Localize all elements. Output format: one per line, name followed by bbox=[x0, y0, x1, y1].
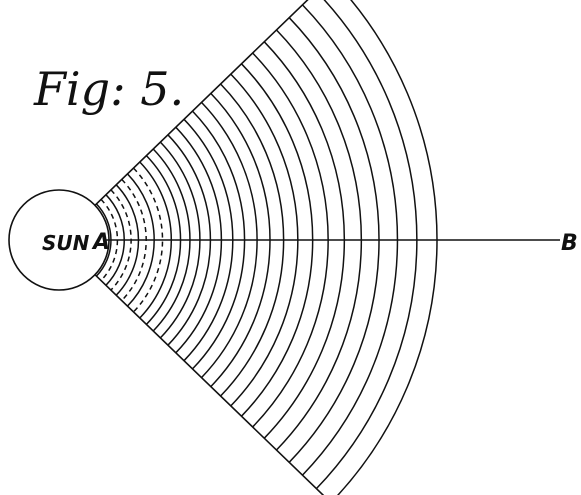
dashed-wave-arc bbox=[100, 198, 119, 282]
sector-rays bbox=[94, 0, 325, 495]
solid-wave-arc bbox=[336, 0, 438, 495]
figure-title: Fig: 5. bbox=[33, 62, 184, 116]
point-a-label: A bbox=[91, 230, 110, 255]
upper-ray bbox=[94, 0, 309, 206]
point-b-label: B bbox=[561, 231, 578, 256]
dashed-wave-arc bbox=[132, 167, 164, 313]
sun-label: SUN bbox=[42, 231, 90, 255]
lower-ray bbox=[94, 274, 325, 495]
